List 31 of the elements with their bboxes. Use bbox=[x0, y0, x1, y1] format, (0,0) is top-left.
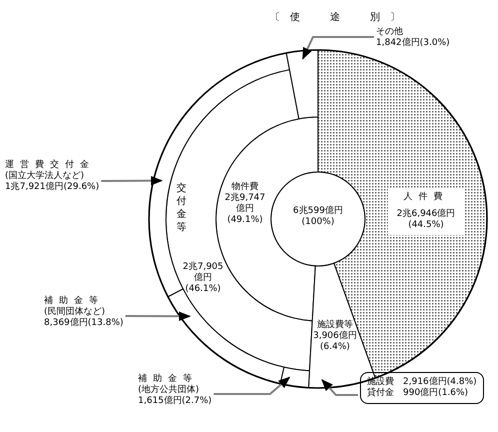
leader-arrow bbox=[302, 36, 374, 60]
value-text: 1兆7,921億円(29.6%) bbox=[5, 182, 100, 193]
value-text: (地方公共団体) bbox=[138, 385, 200, 396]
heading-text: その他 bbox=[376, 27, 404, 38]
ring-segment bbox=[286, 50, 318, 120]
value-text: (国立大学法人など) bbox=[5, 171, 86, 182]
value-text: 1,842億円(3.0%) bbox=[376, 38, 450, 49]
segment-label bbox=[388, 188, 464, 235]
heading-text: 人件費 bbox=[402, 192, 450, 203]
leader-arrow bbox=[125, 311, 191, 321]
callout-box bbox=[360, 372, 484, 404]
heading-text: 補助金等 bbox=[138, 374, 199, 384]
heading-text: 交付金等 bbox=[176, 182, 187, 234]
value-text: 6兆599億円 (100%) bbox=[292, 206, 344, 228]
value-text: 8,369億円(13.8%) bbox=[44, 318, 124, 329]
value-text: 2兆7,905億円 (46.1%) bbox=[182, 262, 224, 295]
value-text: 3,906億円 (6.4%) bbox=[312, 331, 358, 353]
ring-segment bbox=[280, 366, 310, 388]
heading-text: 補助金等 bbox=[44, 296, 105, 306]
heading-text: 物件費 bbox=[230, 182, 260, 192]
value-text: 2兆6,946億円 (44.5%) bbox=[396, 209, 456, 231]
leader-arrow bbox=[214, 376, 290, 395]
value-text: (民間団体など) bbox=[44, 307, 106, 318]
value-text: 2兆9,747億円 (49.1%) bbox=[224, 193, 266, 226]
value-text: 貸付金 990億円(1.6%) bbox=[367, 388, 470, 399]
leader-arrow bbox=[321, 379, 358, 396]
leader-arrow bbox=[101, 176, 163, 186]
heading-text: 施設費等 bbox=[316, 320, 354, 330]
chart-title: 〔使 途 別〕 bbox=[270, 11, 410, 24]
value-text: 1,615億円(2.7%) bbox=[138, 396, 212, 407]
heading-text: 運営費交付金 bbox=[5, 160, 96, 170]
